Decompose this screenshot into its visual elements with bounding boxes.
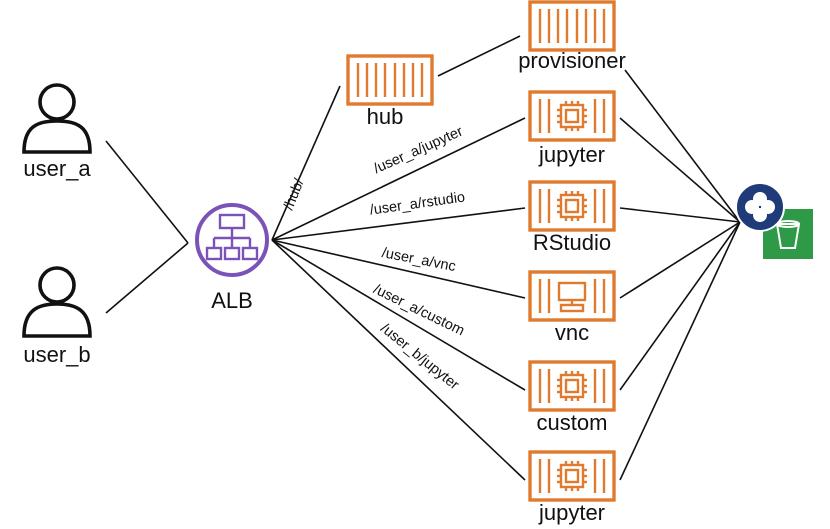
hub-label: hub bbox=[367, 104, 404, 129]
chip-icon bbox=[528, 450, 616, 502]
alb-label: ALB bbox=[211, 288, 253, 313]
edge-vnc-a-storage bbox=[619, 221, 741, 299]
service-node-jupyter-b: jupyter bbox=[528, 450, 616, 525]
edge-alb-rstudio-a bbox=[271, 207, 526, 241]
edge-alb-vnc-a bbox=[271, 239, 526, 299]
provisioner-node: provisioner bbox=[518, 0, 626, 73]
service-label: RStudio bbox=[533, 230, 611, 255]
service-node-jupyter-a: jupyter bbox=[528, 90, 616, 167]
fsx-storage-icon bbox=[735, 182, 785, 232]
monitor-icon bbox=[528, 270, 616, 322]
service-label: custom bbox=[537, 410, 608, 435]
user-icon bbox=[22, 83, 92, 154]
route-label-rstudio-a: /user_a/rstudio bbox=[369, 189, 466, 218]
route-labels: /hub/ /user_a/jupyter /user_a/rstudio /u… bbox=[281, 123, 467, 393]
service-node-custom-a: custom bbox=[528, 360, 616, 435]
edge-user_b-alb bbox=[105, 242, 189, 314]
container-icon bbox=[528, 0, 616, 52]
chip-icon bbox=[528, 90, 616, 142]
service-node-rstudio-a: RStudio bbox=[528, 180, 616, 255]
container-icon bbox=[346, 54, 434, 106]
edge-custom-a-storage bbox=[619, 221, 741, 391]
route-label-hub: /hub/ bbox=[281, 176, 308, 213]
user-icon bbox=[22, 266, 92, 338]
edge-provisioner-storage bbox=[624, 69, 741, 223]
chip-icon bbox=[528, 180, 616, 232]
edges bbox=[105, 35, 741, 481]
edge-alb-jupyter-a bbox=[271, 117, 526, 241]
hub-node: hub bbox=[346, 54, 434, 129]
provisioner-label: provisioner bbox=[518, 48, 626, 73]
service-label: jupyter bbox=[538, 500, 605, 525]
edge-alb-hub bbox=[271, 85, 341, 241]
user-node-b: user_b bbox=[22, 266, 92, 367]
user-node-a: user_a bbox=[22, 83, 92, 181]
edge-rstudio-a-storage bbox=[619, 207, 741, 223]
service-label: vnc bbox=[555, 320, 589, 345]
edge-hub-provisioner bbox=[437, 35, 521, 77]
storage-node bbox=[735, 182, 813, 259]
edge-user_a-alb bbox=[105, 140, 189, 244]
edge-alb-custom-a bbox=[271, 239, 526, 391]
alb-node: ALB bbox=[195, 203, 269, 313]
user-label-b: user_b bbox=[23, 342, 90, 367]
edge-jupyter-b-storage bbox=[619, 221, 741, 481]
load-balancer-icon bbox=[195, 203, 269, 277]
service-label: jupyter bbox=[538, 142, 605, 167]
user-label-a: user_a bbox=[23, 156, 91, 181]
chip-icon bbox=[528, 360, 616, 412]
service-node-vnc-a: vnc bbox=[528, 270, 616, 345]
edge-alb-jupyter-b bbox=[271, 239, 526, 481]
edge-jupyter-a-storage bbox=[619, 117, 741, 223]
route-label-vnc-a: /user_a/vnc bbox=[380, 245, 457, 275]
